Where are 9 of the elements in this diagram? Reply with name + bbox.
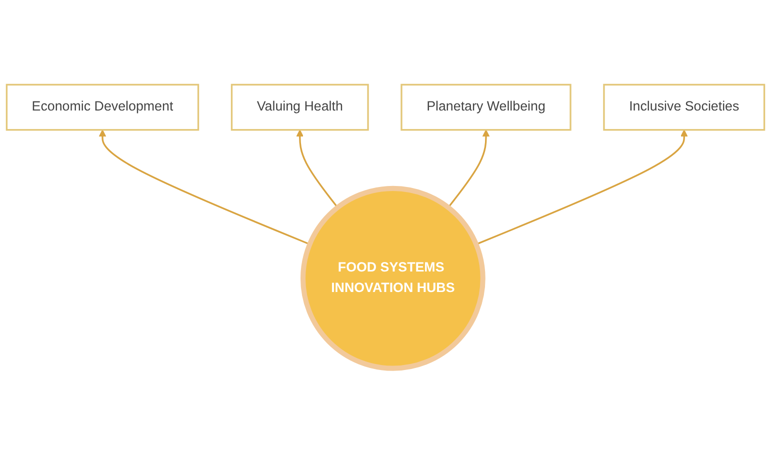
node-box bbox=[230, 84, 369, 132]
node-circle bbox=[300, 186, 486, 372]
arrow bbox=[448, 130, 490, 208]
node-box bbox=[603, 84, 766, 132]
arrow bbox=[296, 130, 338, 208]
arrow bbox=[98, 130, 310, 246]
arrow bbox=[476, 130, 688, 246]
node-box bbox=[6, 84, 200, 132]
node-box bbox=[400, 84, 572, 132]
